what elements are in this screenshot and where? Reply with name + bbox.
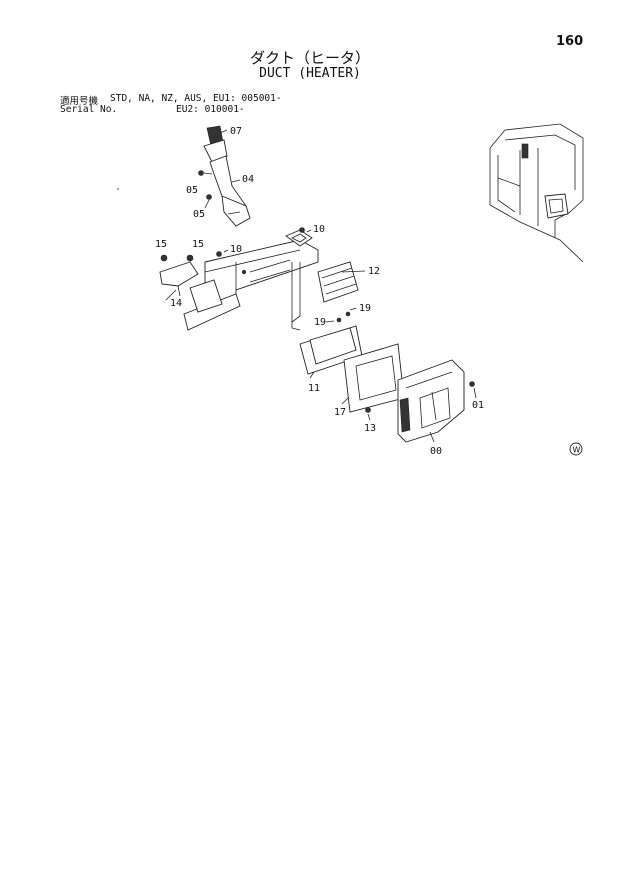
leader-lines xyxy=(165,229,477,443)
callout-05-lower: 05 xyxy=(193,209,205,220)
callout-14: 14 xyxy=(170,298,182,309)
callout-10-upper: 10 xyxy=(313,224,325,235)
applicability-label-jp: 適用号機 xyxy=(60,96,99,107)
callout-15-right: 15 xyxy=(192,239,204,250)
applicability-eu2: EU2: 010001- xyxy=(176,104,245,115)
applicability-models: STD, NA, NZ, AUS, EU1: 005001- xyxy=(110,93,282,104)
page-number: 160 xyxy=(556,34,584,49)
main-duct-frame xyxy=(183,227,319,331)
callout-labels: 07 04 05 05 10 15 15 10 14 12 19 19 11 1… xyxy=(155,126,484,457)
callout-01: 01 xyxy=(472,400,484,411)
callout-19-right: 19 xyxy=(359,303,371,314)
applicability-label-en: Serial No. xyxy=(60,104,118,115)
heater-unit-00 xyxy=(365,359,475,443)
machine-cab-sketch xyxy=(489,123,584,263)
callout-04: 04 xyxy=(242,174,254,185)
callout-00: 00 xyxy=(430,446,442,457)
callout-19-left: 19 xyxy=(314,317,326,328)
callout-15-left: 15 xyxy=(155,239,167,250)
callout-05-upper: 05 xyxy=(186,185,198,196)
w-mark: W xyxy=(569,442,583,456)
callout-10-lower: 10 xyxy=(230,244,242,255)
w-mark-letter: W xyxy=(573,446,581,455)
upper-duct-assembly xyxy=(198,125,251,227)
title-english: DUCT (HEATER) xyxy=(259,66,361,81)
callout-07: 07 xyxy=(230,126,242,137)
bracket-14 xyxy=(159,254,199,297)
filter-12 xyxy=(317,261,359,303)
title-japanese: ダクト（ヒータ） xyxy=(249,49,370,67)
callout-13: 13 xyxy=(364,423,376,434)
callout-17: 17 xyxy=(334,407,346,418)
box-11 xyxy=(299,311,363,375)
callout-11: 11 xyxy=(308,383,320,394)
speck xyxy=(117,188,119,190)
callout-12: 12 xyxy=(368,266,380,277)
